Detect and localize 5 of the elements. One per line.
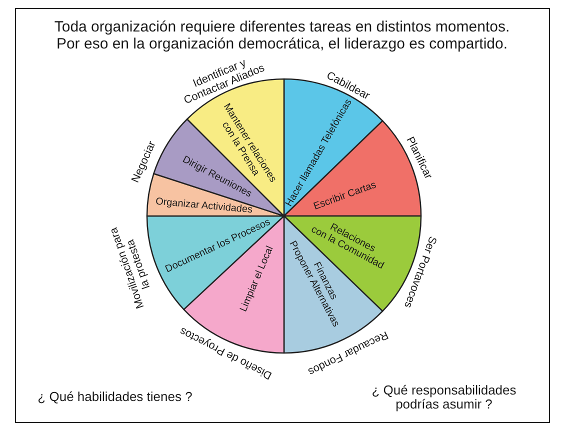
segment-label: Escribir Cartas [312,180,378,212]
heading: Toda organización requiere diferentes tareas en distintos momentos. Por eso en la organización democrática, el liderazgo es compartido. [54,20,510,52]
segment-label: Organizar Actividades [155,196,253,216]
question-text: ¿ Qué responsabilidades podrías asumir ? [372,384,516,412]
question-text: ¿ Qué habilidades tienes ? [38,390,192,404]
